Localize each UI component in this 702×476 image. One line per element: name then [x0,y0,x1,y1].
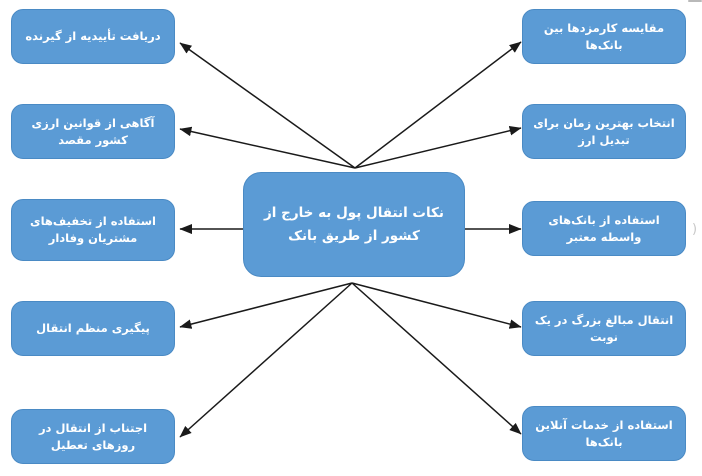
right-branch-3[interactable]: استفاده از بانک‌های واسطه معتبر [522,201,686,256]
left-branch-1[interactable]: دریافت تأییدیه از گیرنده [11,9,175,64]
right-branch-4-label: انتقال مبالغ بزرگ در یک نوبت [534,312,674,344]
left-branch-2[interactable]: آگاهی از قوانین ارزی کشور مقصد [11,104,175,159]
right-branch-5-label: استفاده از خدمات آنلاین بانک‌ها [535,417,673,449]
left-branch-3-label: استفاده از تخفیف‌های مشتریان وفادار [30,214,156,245]
right-branch-3-label: استفاده از بانک‌های واسطه معتبر [548,212,660,244]
left-branch-4[interactable]: پیگیری منظم انتقال [11,301,175,356]
arrow-center-to-right-1 [354,41,522,169]
bottom-edge-partial-mark [688,0,702,2]
arrow-center-to-left-4 [179,282,353,329]
arrow-center-to-left-1 [179,42,356,169]
right-branch-1[interactable]: مقایسه کارمزدها بین بانک‌ها [522,9,686,64]
right-branch-5[interactable]: استفاده از خدمات آنلاین بانک‌ها [522,406,686,461]
left-branch-4-label: پیگیری منظم انتقال [36,321,150,336]
center-node[interactable]: نکات انتقال پول به خارج از کشور از طریق … [243,172,465,277]
right-edge-partial-glyph: ( [692,222,698,237]
arrow-center-to-left-5 [179,282,353,438]
left-branch-1-label: دریافت تأییدیه از گیرنده [25,29,161,44]
left-branch-2-label: آگاهی از قوانین ارزی کشور مقصد [31,115,155,147]
right-branch-2[interactable]: انتخاب بهترین زمان برای تبدیل ارز [522,104,686,159]
arrow-center-to-right-5 [351,282,522,435]
left-branch-5-label: اجتناب از انتقال در روزهای تعطیل [38,420,148,452]
center-node-label: نکات انتقال پول به خارج از کشور از طریق … [264,204,444,244]
right-branch-1-label: مقایسه کارمزدها بین بانک‌ها [543,20,665,52]
arrow-center-to-left-2 [179,126,356,169]
arrow-group-lower [179,282,522,438]
arrow-center-to-right-4 [351,282,522,329]
arrow-center-to-right-2 [354,126,522,169]
left-branch-3[interactable]: استفاده از تخفیف‌های مشتریان وفادار [11,199,175,261]
right-branch-4[interactable]: انتقال مبالغ بزرگ در یک نوبت [522,301,686,356]
left-branch-5[interactable]: اجتناب از انتقال در روزهای تعطیل [11,409,175,464]
arrow-group-upper [179,41,522,169]
right-branch-2-label: انتخاب بهترین زمان برای تبدیل ارز [533,115,675,147]
